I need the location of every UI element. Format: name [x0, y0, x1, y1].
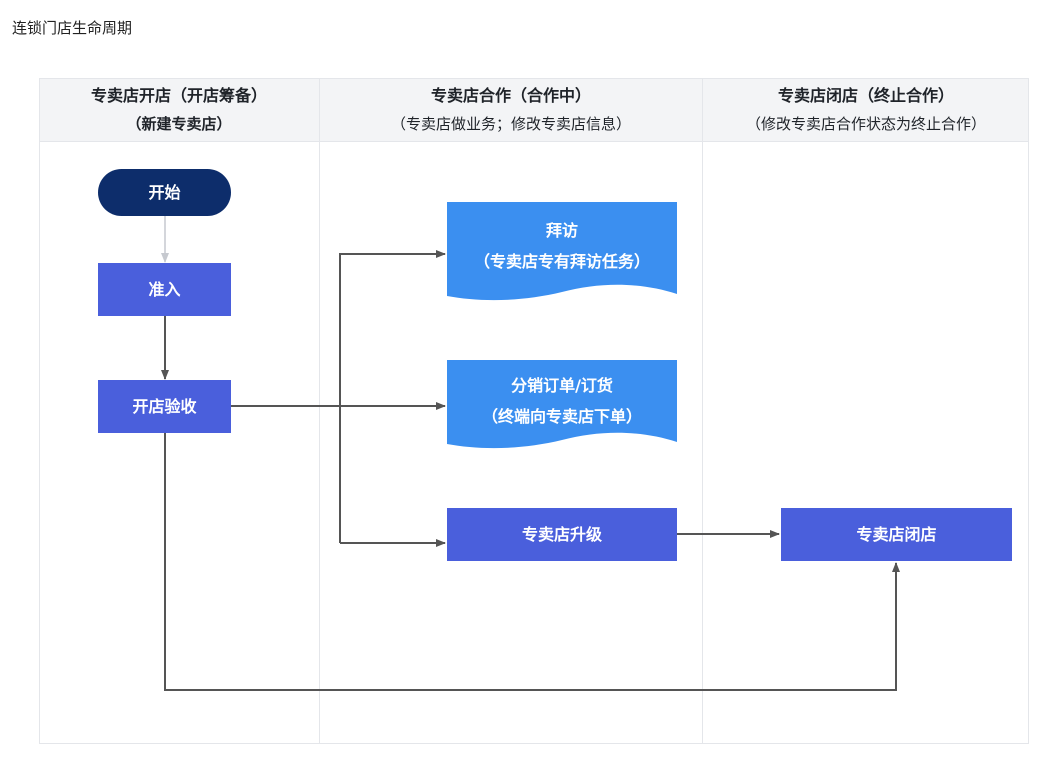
- lane-header-open-subtitle: （新建专卖店）: [126, 115, 232, 133]
- arrow-acceptance-to-close: [164, 433, 900, 691]
- acceptance-node[interactable]: 开店验收: [98, 380, 231, 433]
- lane-divider-1: [319, 78, 320, 744]
- visit-node[interactable]: 拜访 （专卖店专有拜访任务）: [447, 206, 677, 286]
- lane-header-close-subtitle: （修改专卖店合作状态为终止合作）: [745, 115, 986, 133]
- lane-header-cooperate-title: 专卖店合作（合作中）: [430, 86, 591, 105]
- page-title: 连锁门店生命周期: [12, 19, 133, 37]
- upgrade-node-label: 专卖店升级: [521, 524, 602, 544]
- acceptance-node-label: 开店验收: [132, 396, 197, 416]
- lane-divider-2: [702, 78, 703, 744]
- visit-node-subtitle: （专卖店专有拜访任务）: [473, 252, 650, 271]
- arrow-branch-to-visit: [339, 250, 446, 543]
- lane-header-close: 专卖店闭店（终止合作） （修改专卖店合作状态为终止合作）: [703, 78, 1029, 142]
- start-node[interactable]: 开始: [98, 169, 231, 216]
- lane-header-cooperate-subtitle: （专卖店做业务；修改专卖店信息）: [390, 115, 631, 133]
- lane-header-open-title: 专卖店开店（开店筹备）: [90, 86, 267, 105]
- admission-node-label: 准入: [148, 279, 181, 299]
- visit-document-shape: [447, 202, 677, 301]
- lane-header-cooperate: 专卖店合作（合作中） （专卖店做业务；修改专卖店信息）: [320, 78, 702, 142]
- swimlane-header-band: [39, 78, 1029, 142]
- upgrade-node[interactable]: 专卖店升级: [447, 508, 677, 561]
- close-node-label: 专卖店闭店: [856, 524, 937, 544]
- lane-header-open: 专卖店开店（开店筹备） （新建专卖店）: [39, 78, 319, 142]
- order-document-shape: [447, 360, 677, 449]
- admission-node[interactable]: 准入: [98, 263, 231, 316]
- order-node-title: 分销订单/订货: [511, 376, 613, 395]
- order-node[interactable]: 分销订单/订货 （终端向专卖店下单）: [447, 363, 677, 439]
- start-node-label: 开始: [148, 182, 181, 202]
- visit-node-title: 拜访: [545, 221, 578, 240]
- close-node[interactable]: 专卖店闭店: [781, 508, 1012, 561]
- lane-header-close-title: 专卖店闭店（终止合作）: [777, 86, 954, 105]
- order-node-subtitle: （终端向专卖店下单）: [481, 407, 642, 426]
